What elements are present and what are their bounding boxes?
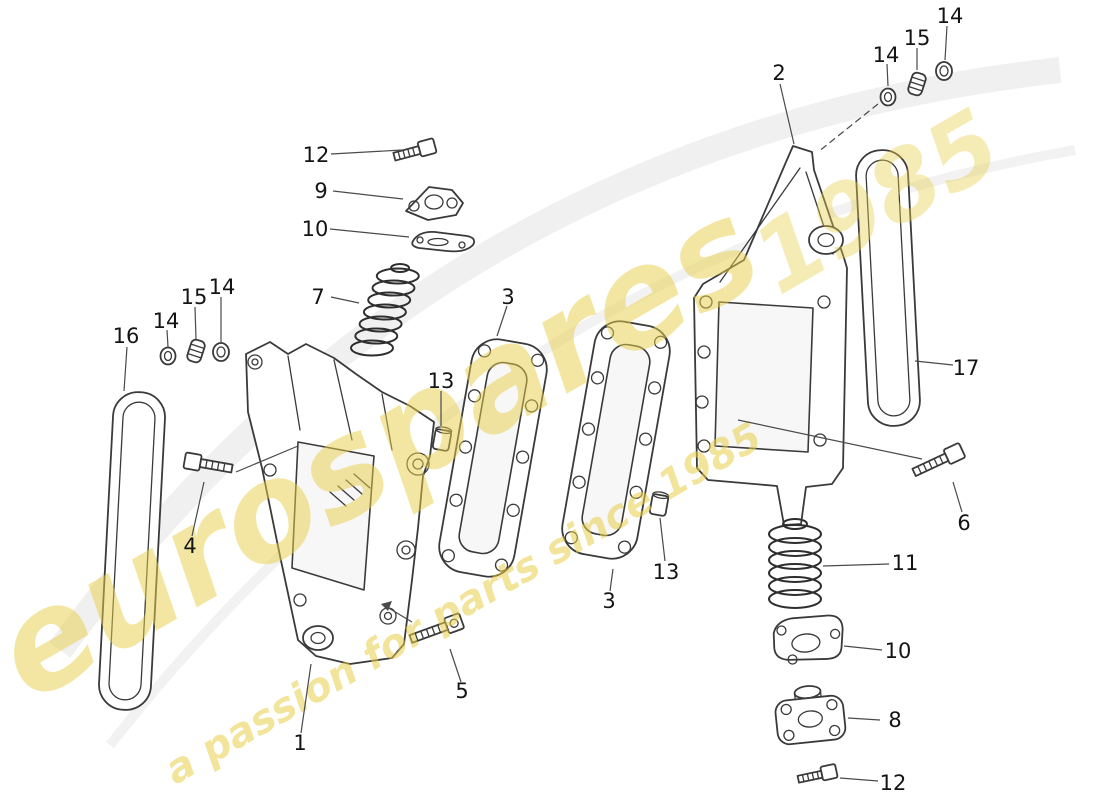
part-12-bolt-top	[392, 137, 438, 162]
callout-4-bolt: 4	[183, 534, 196, 558]
part-4-bolt	[182, 451, 234, 474]
callout-15-left: 15	[181, 285, 208, 309]
callout-14-right-b: 14	[937, 4, 964, 28]
part-8-flange	[774, 685, 847, 746]
part-2-chain-case	[693, 145, 848, 526]
callout-3-gasket-left: 3	[501, 285, 514, 309]
part-14-seal-ring-right-b	[935, 61, 953, 81]
part-15-plug-left	[186, 338, 206, 364]
part-10-gasket-top	[411, 231, 476, 253]
callout-17-seal: 17	[953, 356, 980, 380]
callout-10-gasket-top: 10	[302, 217, 329, 241]
callout-7-spring: 7	[311, 285, 324, 309]
callout-13-dowel-right: 13	[653, 560, 680, 584]
callout-1-chain-case: 1	[293, 731, 306, 755]
callout-14-left-a: 14	[153, 309, 180, 333]
callout-3-gasket-right: 3	[602, 589, 615, 613]
callout-10-gasket-right: 10	[885, 639, 912, 663]
part-1-chain-case	[245, 341, 435, 665]
part-3-gasket-right	[561, 320, 671, 560]
callout-6-bolt: 6	[957, 511, 970, 535]
callout-12-bolt-top: 12	[303, 143, 330, 167]
callout-2-chain-case: 2	[772, 61, 785, 85]
part-3-gasket-left	[438, 338, 548, 578]
callout-11-spring: 11	[892, 551, 919, 575]
part-10-gasket-right	[772, 614, 844, 665]
callout-12-bolt-bottom: 12	[880, 771, 907, 795]
callout-14-left-b: 14	[209, 275, 236, 299]
part-13-dowel-right	[648, 491, 670, 517]
leader-lines	[123, 25, 963, 782]
part-14-seal-ring-left-b	[212, 342, 230, 362]
part-6-bolt	[911, 442, 966, 477]
callout-15-right: 15	[904, 26, 931, 50]
part-17-seal-strip	[855, 149, 921, 427]
callout-13-dowel-left: 13	[428, 369, 455, 393]
callout-5-bolt: 5	[455, 679, 468, 703]
part-11-spring	[768, 518, 822, 609]
callouts: 12 9 10 7 16 14 15 14 4 1 5 13 3 3 13 2 …	[113, 4, 980, 795]
callout-16-seal: 16	[113, 324, 140, 348]
part-16-seal-strip	[98, 391, 166, 711]
callout-9-bracket: 9	[314, 179, 327, 203]
part-9-bracket	[405, 186, 464, 221]
part-14-seal-ring-right-a	[879, 87, 897, 107]
callout-8-flange: 8	[888, 708, 901, 732]
part-5-bolt	[408, 612, 465, 644]
part-12-bolt-bottom	[796, 763, 839, 784]
callout-14-right-a: 14	[873, 43, 900, 67]
part-14-seal-ring-left-a	[159, 346, 177, 366]
part-15-plug-right	[907, 71, 927, 97]
part-7-spring	[350, 263, 420, 357]
part-13-dowel-left	[431, 426, 453, 452]
